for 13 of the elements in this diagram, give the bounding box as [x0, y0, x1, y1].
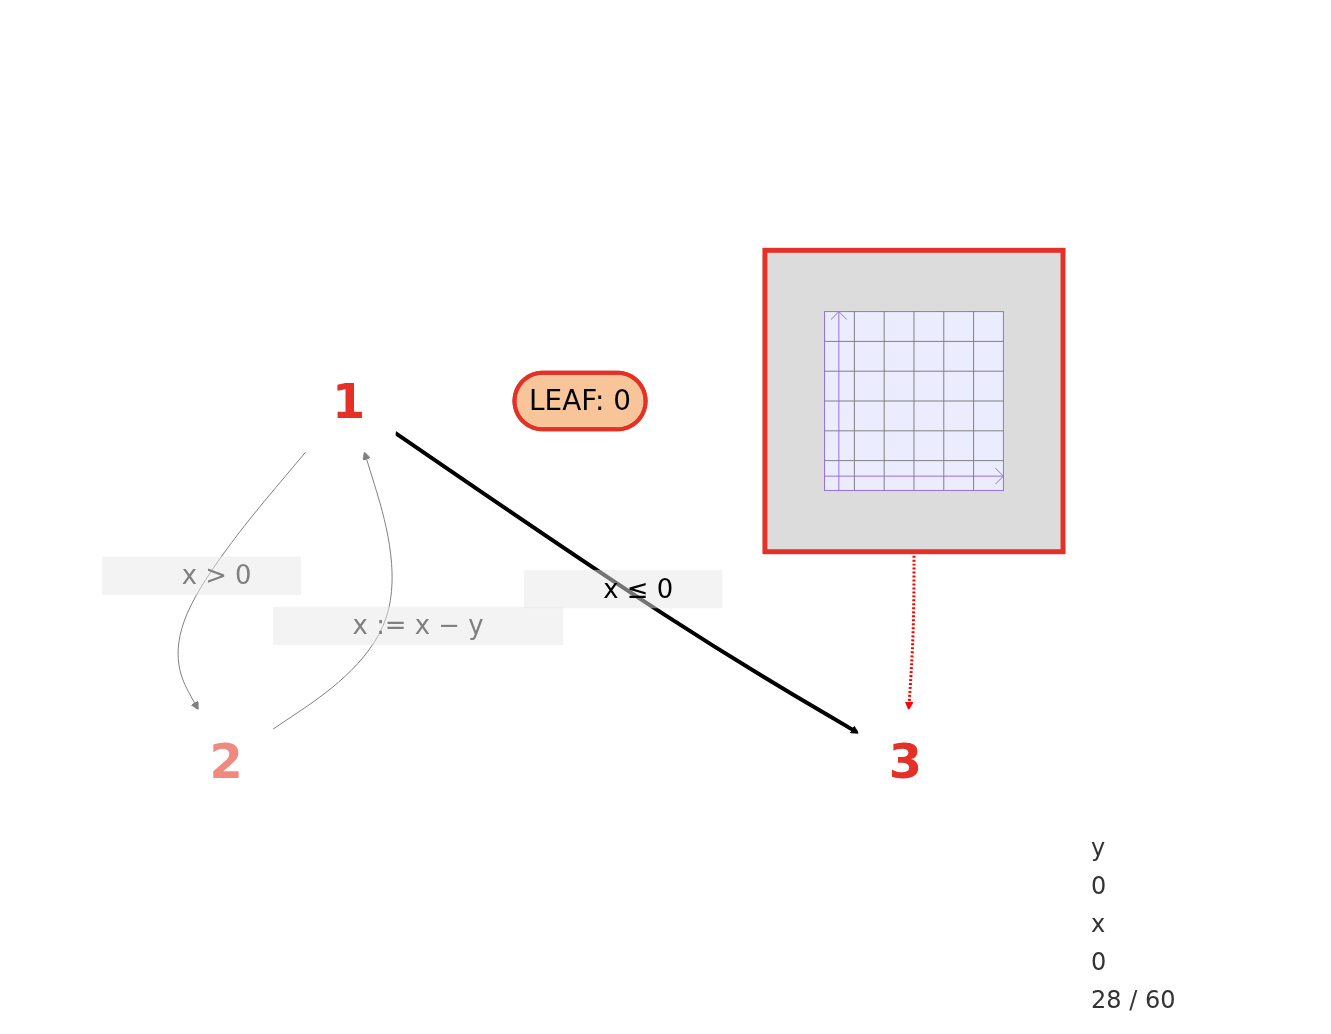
- node-text: 3: [888, 732, 922, 789]
- axis-label: 0: [1091, 948, 1108, 976]
- arrow: [394, 431, 860, 734]
- node-text: 1: [332, 373, 366, 429]
- axis-label: y: [1091, 834, 1107, 862]
- edge-label: x > 0: [181, 560, 252, 590]
- axis-label: 0: [1091, 872, 1108, 900]
- edge-label: x := x − y: [352, 610, 484, 641]
- node-picture: [762, 247, 1066, 555]
- node-text: 2: [209, 732, 243, 789]
- axis-label: 28 / 60: [1091, 986, 1177, 1014]
- axis-label: x: [1091, 910, 1107, 938]
- edge-label: x ≤ 0: [603, 573, 674, 604]
